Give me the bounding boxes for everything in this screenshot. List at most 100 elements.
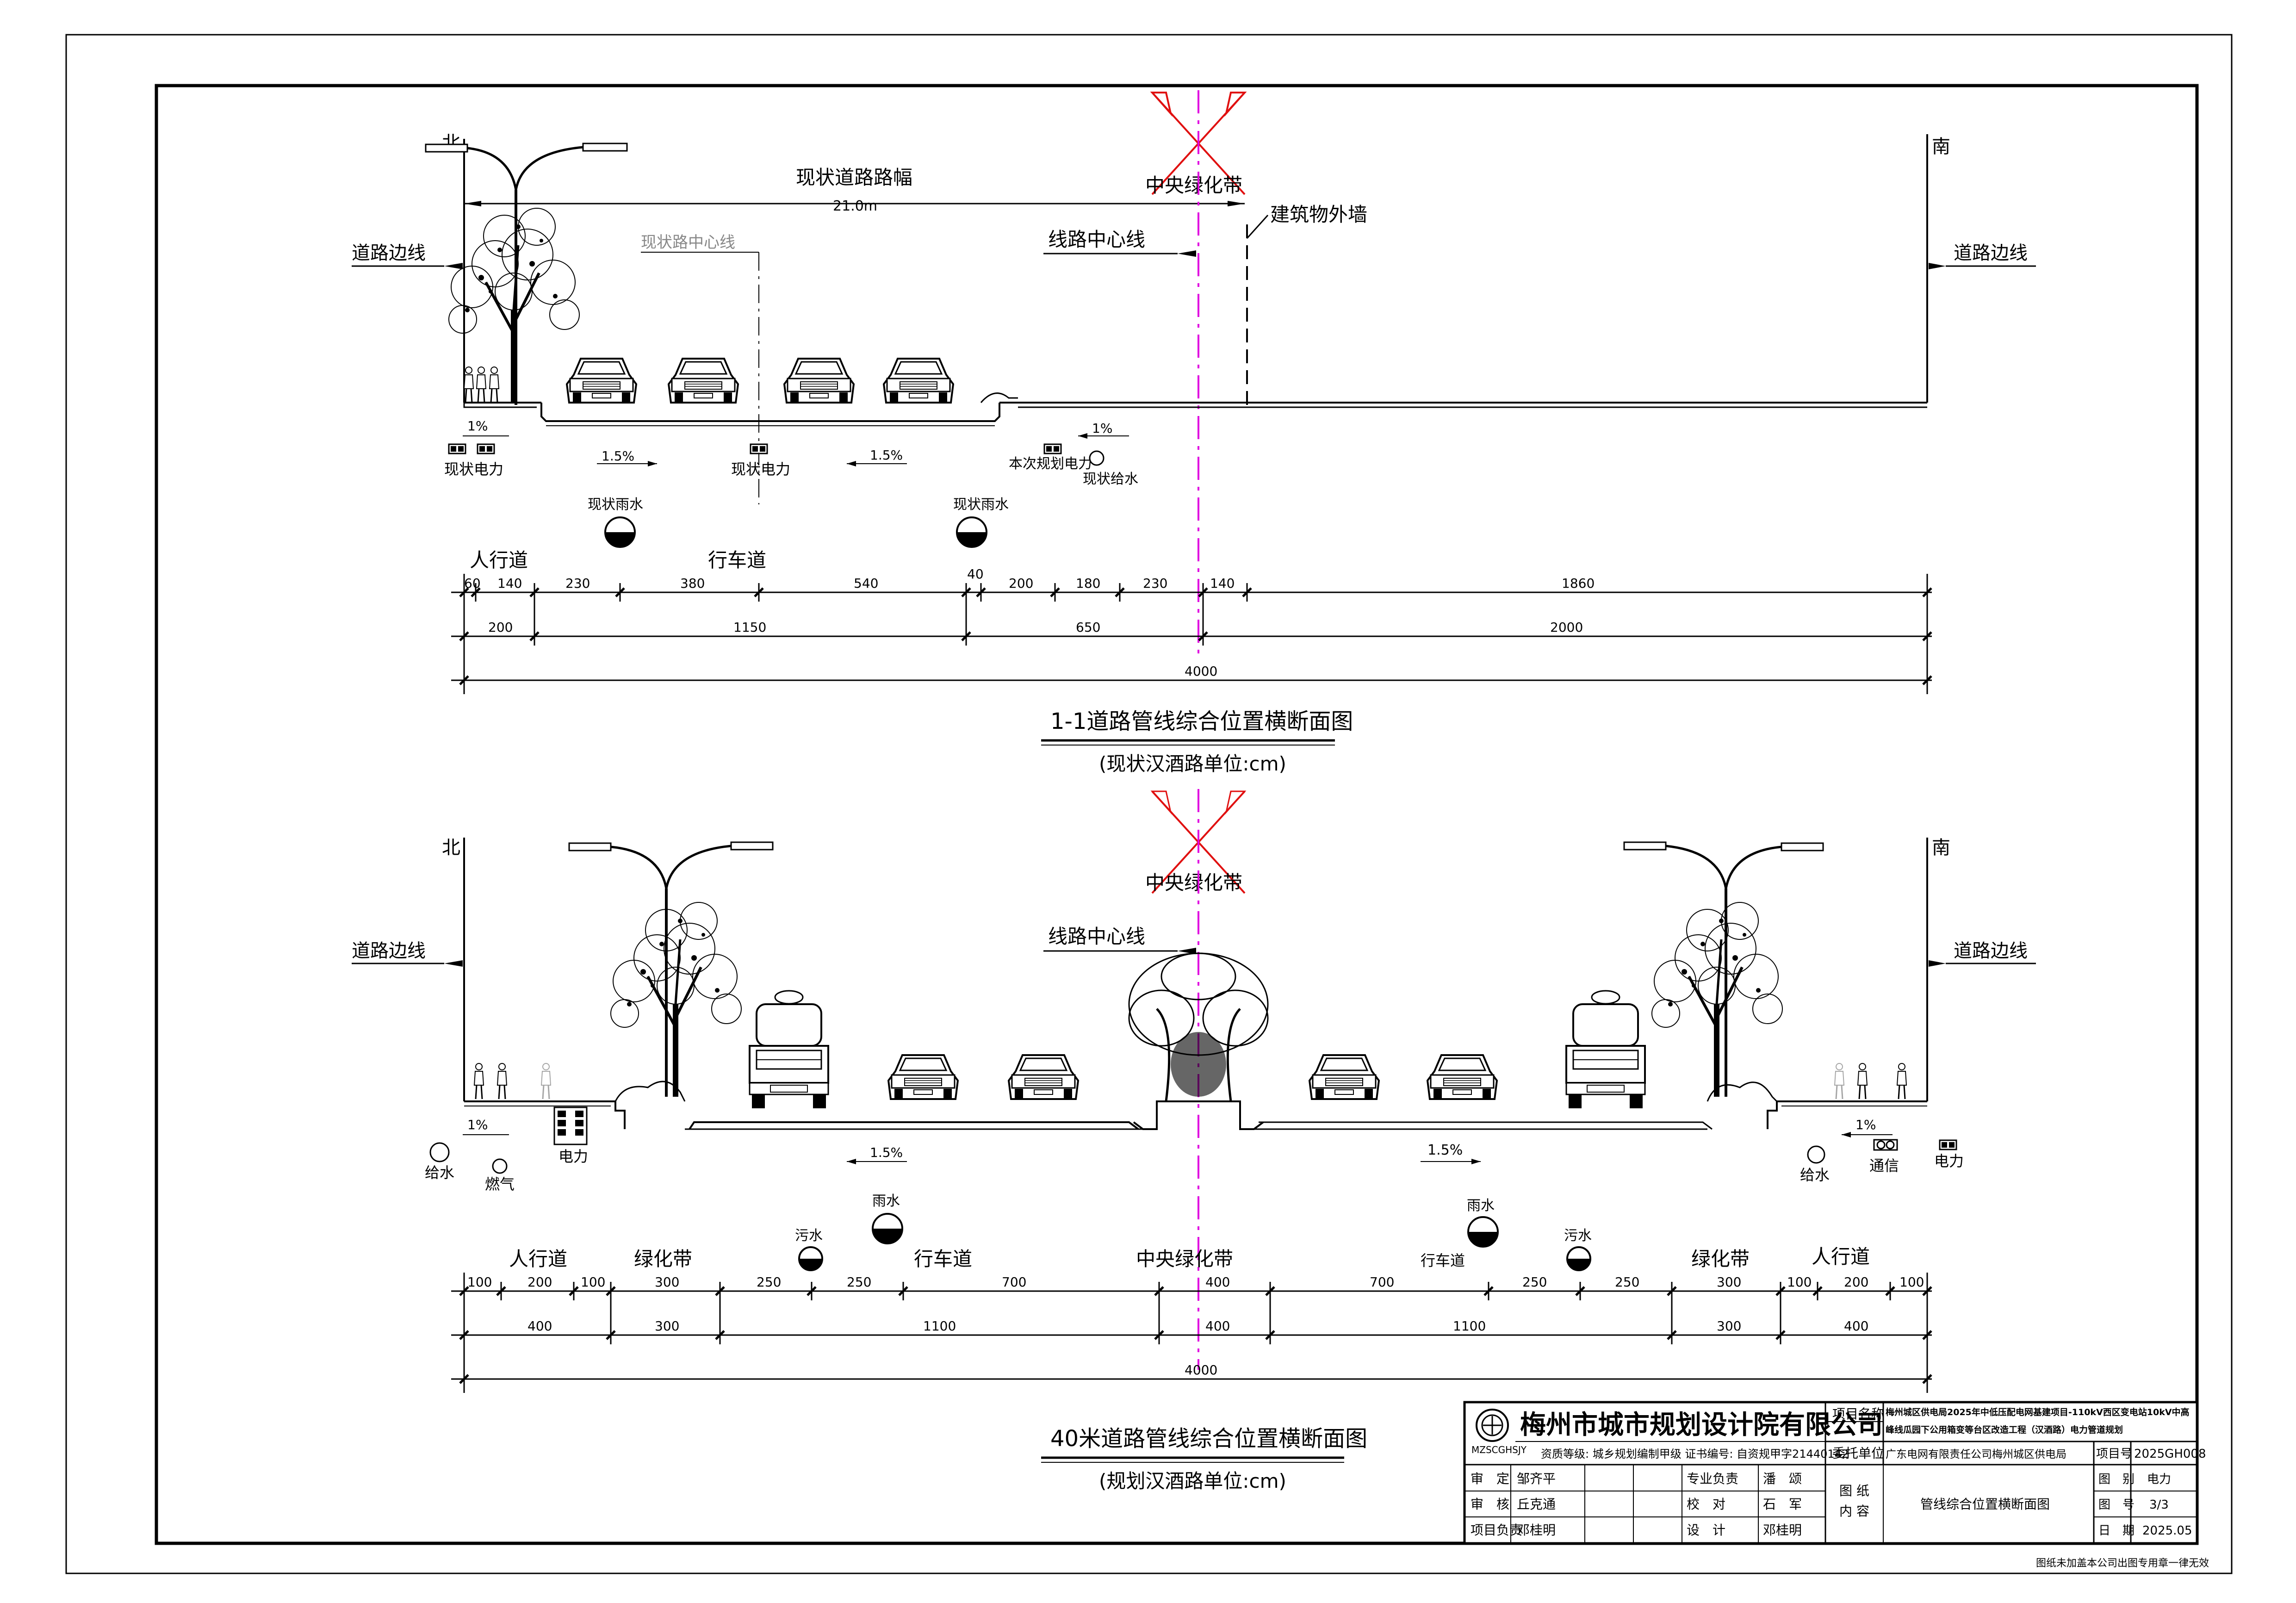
- pipe-sewer-right: 污水: [1564, 1228, 1592, 1244]
- slope-2-left: 1%: [467, 1117, 488, 1132]
- dim1-r1-3: 380: [680, 576, 705, 591]
- dim2-r1-6: 700: [1002, 1274, 1026, 1290]
- median-marker-1: [1150, 92, 1247, 195]
- dim2-r1-14: 100: [1899, 1274, 1924, 1290]
- dim2-r1-8: 700: [1370, 1274, 1394, 1290]
- road-edge-left-2: 道路边线: [352, 940, 426, 962]
- pipe-power-right-2: 电力: [1934, 1152, 1964, 1170]
- slope-1-left: 1%: [467, 418, 488, 434]
- pipe-water-existing: 现状给水: [1083, 471, 1138, 487]
- dim2-r2-6: 400: [1844, 1318, 1868, 1334]
- dim1-r1-10: 1860: [1562, 576, 1595, 591]
- slope-1-mid-left: 1.5%: [602, 448, 634, 464]
- company-name: 梅州市城市规划设计院有限公司: [1520, 1410, 1883, 1440]
- dim1-r2-3: 2000: [1550, 620, 1583, 635]
- section-2-title: 40米道路管线综合位置横断面图: [1050, 1426, 1367, 1452]
- tb-role-2: 项目负责: [1471, 1522, 1522, 1538]
- car-1: [566, 358, 637, 404]
- car-8: [1427, 1054, 1498, 1100]
- dim2-r1-5: 250: [847, 1274, 871, 1290]
- dim1-r1-5: 40: [967, 566, 984, 582]
- tree-2-left: [611, 902, 741, 1097]
- client-label: 委托单位: [1832, 1446, 1884, 1461]
- dim2-total: 4000: [1185, 1362, 1217, 1378]
- tb-role2-1: 校 对: [1687, 1497, 1725, 1512]
- line-centerline-label-1: 线路中心线: [1048, 228, 1145, 251]
- section-1-subtitle: (现状汉酒路单位:cm): [1099, 752, 1286, 775]
- dim2-r1-1: 200: [527, 1274, 552, 1290]
- tb-role2-0: 专业负责: [1687, 1471, 1738, 1486]
- dim2-r1-12: 100: [1787, 1274, 1812, 1290]
- client-name: 广东电网有限责任公司梅州城区供电局: [1886, 1448, 2066, 1460]
- section-1: 北 南 道路边线 道路边线 现状道路路幅 21.0m 现状路中心线: [352, 90, 2036, 775]
- median-tree: [1128, 952, 1269, 1102]
- dim1-r1-1: 140: [497, 576, 522, 591]
- dim2-r1-4: 250: [757, 1274, 781, 1290]
- date: 2025.05: [2142, 1524, 2192, 1538]
- existing-centerline-label: 现状路中心线: [641, 233, 735, 252]
- pipe-power-left-2: 电力: [558, 1148, 588, 1165]
- date-label: 日 期: [2098, 1524, 2135, 1538]
- dimension-rows-2: 100 200 100 300 250 250 700 400 700 250 …: [451, 1273, 1932, 1393]
- dim2-r1-9: 250: [1522, 1274, 1547, 1290]
- dim1-r1-7: 180: [1076, 576, 1100, 591]
- company-logo-text: MZSCGHSJY: [1471, 1444, 1527, 1455]
- section-2-subtitle: (规划汉酒路单位:cm): [1099, 1470, 1286, 1492]
- zone2-carriageway-right: 行车道: [1421, 1252, 1465, 1269]
- category: 电力: [2147, 1473, 2171, 1486]
- sheet-number: 3/3: [2149, 1498, 2169, 1512]
- pipe-gas: 燃气: [485, 1175, 515, 1193]
- tb-name-1: 丘克通: [1517, 1497, 1556, 1512]
- zone2-carriageway-left: 行车道: [914, 1248, 972, 1270]
- dim1-r1-2: 230: [565, 576, 590, 591]
- dim2-r2-4: 1100: [1453, 1318, 1486, 1334]
- dim2-r2-0: 400: [527, 1318, 552, 1334]
- slope-2-right: 1%: [1855, 1117, 1876, 1132]
- pipe-rain-left-2: 雨水: [872, 1193, 900, 1209]
- qualification: 资质等级: 城乡规划编制甲级 证书编号: 自资规甲字21440142: [1541, 1448, 1849, 1460]
- dim1-r2-1: 1150: [733, 620, 766, 635]
- sheet-label: 图 号: [2098, 1498, 2135, 1512]
- pipe-power-existing-left: 现状电力: [444, 460, 503, 478]
- road-edge-right-2: 道路边线: [1954, 940, 2028, 962]
- category-label: 图 别: [2098, 1473, 2135, 1486]
- tb-name2-2: 邓桂明: [1763, 1522, 1802, 1538]
- dim2-r1-10: 250: [1615, 1274, 1639, 1290]
- pipe-telecom: 通信: [1869, 1157, 1899, 1174]
- dim2-r1-3: 300: [655, 1274, 679, 1290]
- median-label-2: 中央绿化带: [1145, 871, 1242, 894]
- dim2-r1-11: 300: [1717, 1274, 1741, 1290]
- pipe-rain-right-2: 雨水: [1467, 1198, 1495, 1214]
- title-block: MZSCGHSJY 梅州市城市规划设计院有限公司 资质等级: 城乡规划编制甲级 …: [1463, 1401, 2206, 1545]
- drawing-content: 管线综合位置横断面图: [1920, 1497, 2050, 1512]
- south-label-2: 南: [1932, 837, 1950, 858]
- project-name: 梅州城区供电局2025年中低压配电网基建项目-110kV西区变电站10kV中高峰…: [1886, 1407, 2190, 1435]
- pipe-rain-left-1: 现状雨水: [588, 497, 643, 513]
- zone2-sidewalk-left: 人行道: [509, 1248, 567, 1270]
- inner-frame: [155, 84, 2199, 1545]
- zone-carriageway-1: 行车道: [708, 549, 766, 572]
- south-label-1: 南: [1932, 136, 1950, 157]
- zone2-median: 中央绿化带: [1136, 1248, 1233, 1270]
- car-6: [1008, 1054, 1079, 1100]
- slope-2-mid-right: 1.5%: [1427, 1142, 1463, 1158]
- car-3: [783, 358, 855, 404]
- project-no: 2025GH008: [2134, 1447, 2206, 1461]
- building-wall-label: 建筑物外墙: [1270, 203, 1367, 226]
- tree-2-right: [1652, 902, 1782, 1097]
- dim2-r1-7: 400: [1205, 1274, 1230, 1290]
- zone2-green-left: 绿化带: [634, 1248, 692, 1270]
- tb-name-0: 邹齐平: [1517, 1471, 1556, 1486]
- footer-note: 图纸未加盖本公司出图专用章一律无效: [2036, 1558, 2209, 1569]
- dim2-r2-2: 1100: [923, 1318, 956, 1334]
- dim2-r1-13: 200: [1844, 1274, 1868, 1290]
- median-label-1: 中央绿化带: [1145, 174, 1242, 197]
- zone-sidewalk-1: 人行道: [470, 549, 528, 572]
- dim2-r1-0: 100: [467, 1274, 492, 1290]
- dim1-r1-4: 540: [854, 576, 878, 591]
- zone2-green-right: 绿化带: [1691, 1248, 1750, 1270]
- dim1-r1-6: 200: [1009, 576, 1033, 591]
- car-7: [1309, 1054, 1380, 1100]
- dim1-r1-9: 140: [1210, 576, 1235, 591]
